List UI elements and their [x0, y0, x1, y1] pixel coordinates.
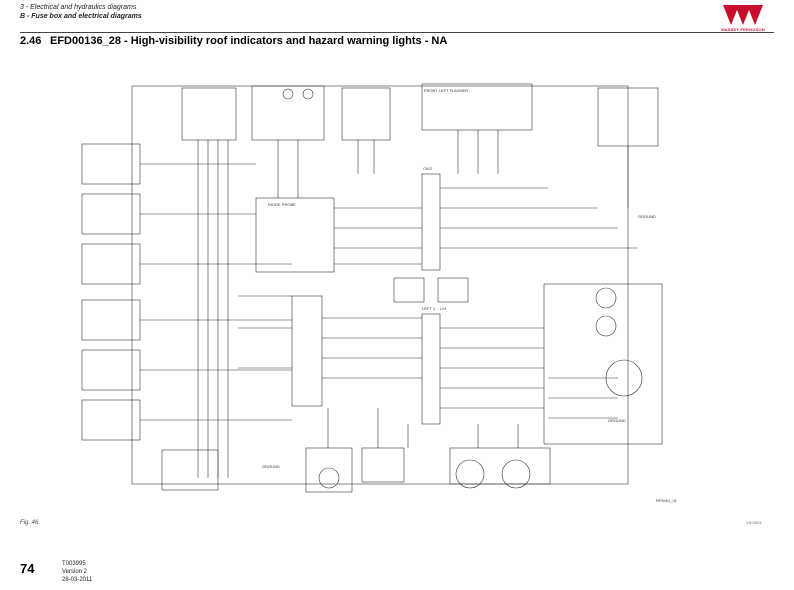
- page-number: 74: [20, 561, 35, 576]
- lamp-1-icon: [595, 287, 617, 309]
- gauge-2-icon: [302, 88, 314, 100]
- relay-module: [181, 87, 237, 141]
- label-connector-left: LEFT 1: [422, 306, 436, 311]
- label-diode: DIODE PROBE: [268, 202, 296, 207]
- wiring-diagram: FRONT LEFT FLASHER GROUND GROUND GROUND …: [81, 83, 678, 503]
- switch-module-2: [81, 193, 141, 235]
- bottom-lamp-section: [449, 447, 551, 485]
- bottom-connector: [361, 447, 405, 483]
- doc-number: T003995: [62, 561, 86, 567]
- triple-triangle-logo-icon: [723, 5, 763, 25]
- lamp-2-icon: [595, 315, 617, 337]
- main-connector: [421, 173, 441, 271]
- switch-module-5: [81, 349, 141, 391]
- switch-module-3: [81, 243, 141, 285]
- switch-assembly: [341, 87, 391, 141]
- connector-plug-a: [393, 277, 425, 303]
- header-rule: [20, 32, 774, 33]
- relay-stack: [291, 295, 323, 407]
- doc-date: 28-03-2011: [62, 577, 93, 583]
- label-ground-right: GROUND: [638, 214, 656, 219]
- lamp-4-icon: [501, 459, 531, 489]
- brand-logo: MASSEY FERGUSON: [713, 3, 773, 37]
- label-connector-right: L/H: [440, 306, 446, 311]
- instrument-cluster: [251, 85, 325, 141]
- section-number: 2.46: [20, 35, 42, 47]
- label-connector-top: CK/Z: [423, 166, 433, 171]
- page-title: 2.46 EFD00136_28 - High-visibility roof i…: [20, 35, 447, 47]
- diode-module: [255, 197, 335, 273]
- label-ground-lower-right: GROUND: [608, 418, 626, 423]
- diagram-title: EFD00136_28 - High-visibility roof indic…: [50, 35, 448, 47]
- doc-version: Version 2: [62, 569, 88, 575]
- subsection-breadcrumb: B - Fuse box and electrical diagrams: [20, 13, 142, 20]
- figure-caption: Fig. 46.: [20, 520, 41, 526]
- label-diagram-code: RF5461_01: [656, 498, 678, 503]
- gauge-1-icon: [282, 88, 294, 100]
- flasher-housing: [421, 83, 533, 131]
- switch-module-1: [81, 143, 141, 185]
- switch-module-4: [81, 299, 141, 341]
- figure-code: VIC0024: [746, 520, 762, 525]
- section-breadcrumb: 3 - Electrical and hydraulics diagrams: [20, 4, 137, 11]
- beacon-icon: [318, 467, 340, 489]
- schematic-frame: [131, 85, 629, 485]
- switch-module-6: [81, 399, 141, 441]
- lamp-3-icon: [455, 459, 485, 489]
- brand-name: MASSEY FERGUSON: [721, 27, 765, 32]
- label-ground-bottom: GROUND: [262, 464, 280, 469]
- rotary-switch-icon: [605, 359, 643, 397]
- connector-plug-b: [437, 277, 469, 303]
- left-connector: [421, 313, 441, 425]
- label-front-left-flasher: FRONT LEFT FLASHER: [424, 88, 468, 93]
- right-lamp-section: [543, 283, 663, 445]
- beacon-socket: [305, 447, 353, 493]
